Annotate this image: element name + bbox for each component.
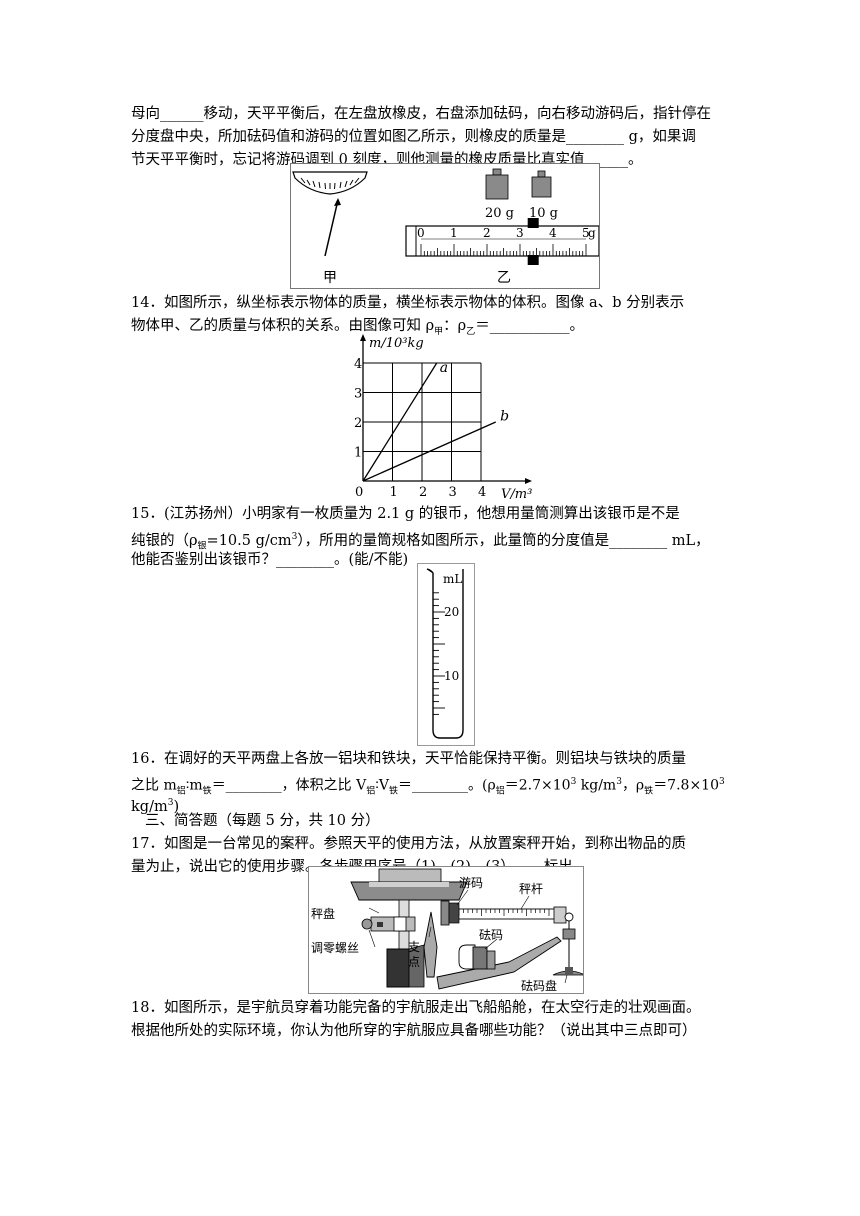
balance-figure: 甲 20 g 10 g 0 1 2 3 4 5 g 乙	[290, 163, 600, 289]
balance-dial-icon	[292, 171, 368, 257]
case-scale-figure: 游码 秤杆 秤盘 砝码 支 点 调零螺丝 砝码盘	[308, 866, 586, 994]
rider-top	[527, 218, 539, 228]
label-scale-pan: 秤盘	[311, 906, 335, 921]
weight-20g-label: 20 g	[485, 206, 514, 221]
x-tick-label: 1	[390, 485, 398, 499]
x-axis-arrow	[525, 478, 532, 484]
scale-beam-icon	[440, 900, 567, 926]
x-axis-label: V/m³	[501, 487, 532, 499]
y-tick-label: 1	[354, 446, 362, 461]
scale-tick-label: 3	[516, 226, 524, 240]
cylinder-unit: mL	[443, 572, 462, 586]
scale-tick-label: 0	[417, 226, 425, 240]
label-weights: 砝码	[479, 927, 503, 942]
scale-tick-label: 1	[450, 226, 458, 240]
scale-weights-icon	[458, 944, 496, 970]
x-tick-label: 3	[449, 485, 457, 499]
q15-line3: 他能否鉴别出该银币？________。(能/不能)	[131, 552, 409, 568]
y-tick-label: 2	[354, 416, 362, 431]
y-axis-arrow	[360, 334, 366, 341]
label-rider: 游码	[459, 876, 483, 890]
q14-line2: 物体甲、乙的质量与体积的关系。由图像可知 ρ甲：ρ乙＝___________。	[131, 318, 584, 337]
label-yi: 乙	[497, 270, 511, 286]
weight-10g-label: 10 g	[529, 206, 558, 221]
label-jia: 甲	[323, 270, 337, 286]
rider-scale: 0 1 2 3 4 5 g	[405, 218, 600, 265]
section-3-heading: 三、简答题（每题 5 分，共 10 分）	[145, 813, 380, 829]
series-label-a: a	[440, 360, 448, 376]
label-weight-pan: 砝码盘	[521, 978, 557, 993]
series-line-b	[362, 421, 497, 482]
scale-tick-label: 5	[582, 226, 590, 240]
cylinder-label-20: 20	[444, 605, 459, 619]
scale-tick-label: 2	[483, 226, 491, 240]
q15-line1: 15．(江苏扬州）小明家有一枚质量为 2.1 g 的银币，他想用量筒测算出该银币…	[131, 506, 680, 522]
q16-line3: kg/m3)	[131, 798, 180, 815]
label-fulcrum-2: 点	[408, 955, 420, 969]
weight-20g-icon	[485, 168, 509, 200]
rider-bottom	[527, 255, 539, 265]
q15-line2: 纯银的（ρ银=10.5 g/cm3），所用的量筒规格如图所示，此量筒的分度值是_…	[131, 532, 710, 552]
q16-line2: 之比 m铝∶m铁＝________，体积之比 V铝∶V铁＝________。(ρ…	[131, 777, 725, 797]
q17-line1: 17．如图是一台常见的案秤。参照天平的使用方法，从放置案秤开始，到称出物品的质	[131, 836, 686, 852]
x-tick-label: 0	[355, 485, 363, 499]
graduated-cylinder-figure: mL 20 10	[417, 563, 475, 746]
q13-line1: 母向______移动，天平平衡后，在左盘放橡皮，右盘添加砝码，向右移动游码后，指…	[131, 106, 711, 122]
cylinder-label-10: 10	[444, 669, 459, 683]
zero-screw-icon	[361, 918, 373, 930]
label-fulcrum-1: 支	[408, 940, 420, 954]
y-tick-label: 3	[354, 387, 362, 402]
y-tick-label: 4	[354, 357, 362, 372]
series-label-b: b	[500, 409, 509, 425]
q18-line2: 根据他所处的实际环境，你认为他所穿的宇航服应具备哪些功能？（说出其中三点即可）	[131, 1023, 697, 1039]
q14-line1: 14．如图所示，纵坐标表示物体的质量，横坐标表示物体的体积。图像 a、b 分别表…	[131, 295, 685, 311]
x-tick-label: 2	[419, 485, 427, 499]
q18-line1: 18．如图所示，是宇航员穿着功能完备的宇航服走出飞船船舱，在太空行走的壮观画面。	[131, 1000, 701, 1016]
scale-unit: g	[588, 226, 596, 240]
label-beam: 秤杆	[519, 882, 543, 896]
scale-tick-label: 4	[549, 226, 557, 240]
label-zero-screw: 调零螺丝	[311, 941, 359, 955]
weight-pan-icon	[552, 912, 586, 976]
q16-line1: 16．在调好的天平两盘上各放一铝块和铁块，天平恰能保持平衡。则铝块与铁块的质量	[131, 751, 686, 767]
scale-pan-icon	[350, 868, 468, 901]
y-axis-label: m/10³kg	[369, 336, 424, 351]
beam-rider-icon	[448, 902, 460, 924]
series-line-a	[362, 362, 438, 482]
q13-line2: 分度盘中央，所加砝码值和游码的位置如图乙所示，则橡皮的质量是________ g…	[131, 129, 696, 145]
weight-10g-icon	[531, 170, 552, 198]
x-tick-label: 4	[478, 485, 486, 499]
